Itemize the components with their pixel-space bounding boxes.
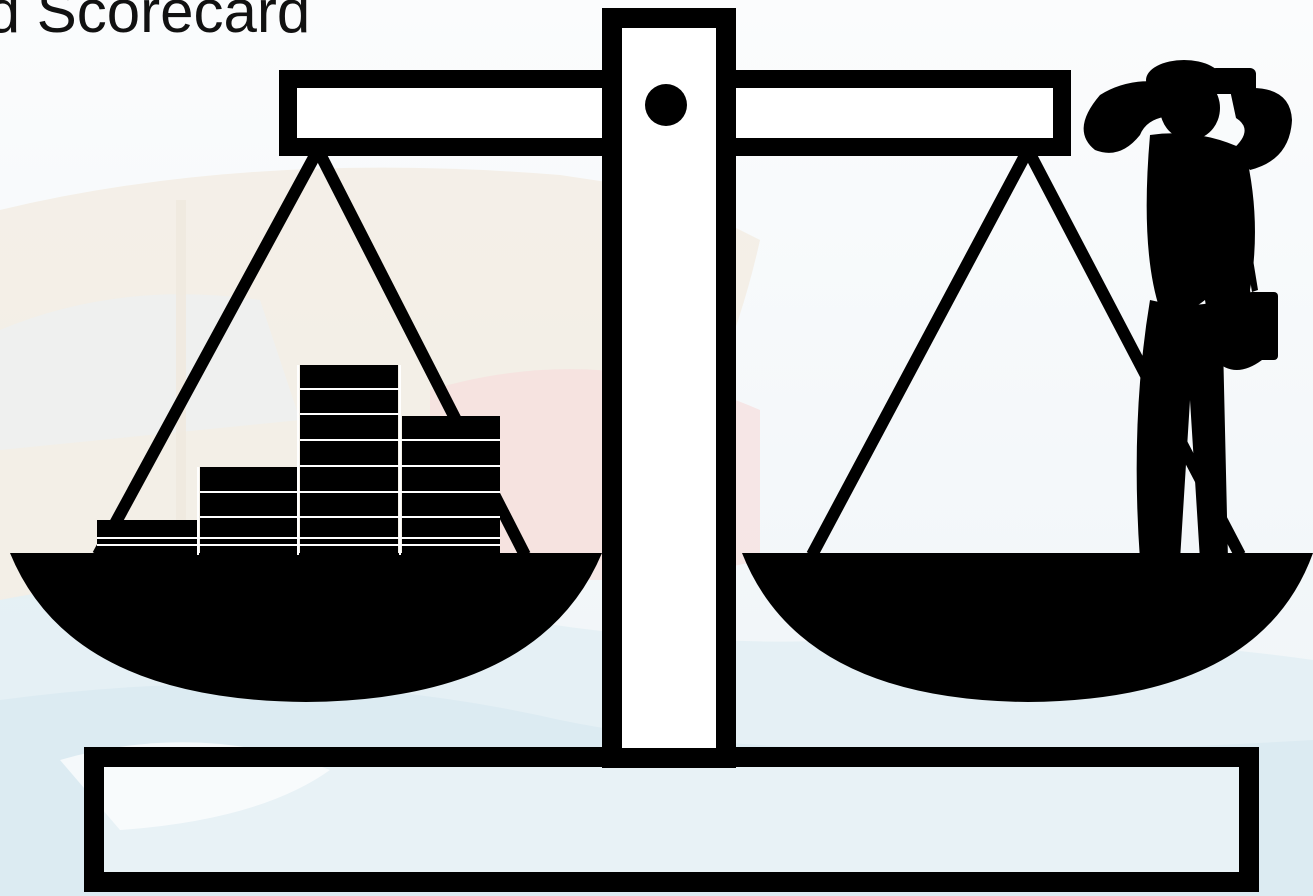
left-pan: [10, 553, 602, 702]
scale-base: [94, 757, 1249, 882]
scale-post: [612, 18, 726, 758]
pivot: [645, 84, 687, 126]
right-pan: [742, 553, 1313, 702]
